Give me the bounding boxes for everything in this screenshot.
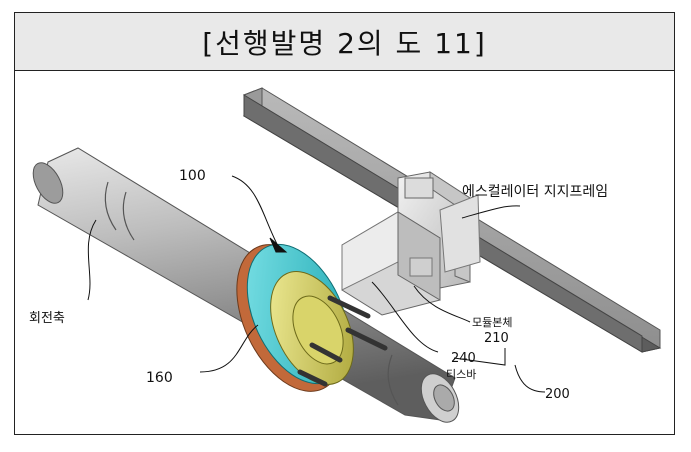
module-body bbox=[341, 171, 481, 316]
ref-210: 210 bbox=[484, 331, 509, 346]
ref-240: 240 bbox=[451, 351, 476, 366]
title-bar: [선행발명 2의 도 11] bbox=[15, 13, 674, 71]
tooth-bars bbox=[297, 295, 388, 387]
ref-160: 160 bbox=[146, 370, 173, 386]
ref-200: 200 bbox=[545, 387, 570, 402]
leader-lines bbox=[87, 175, 546, 393]
label-module-body: 모듈본체 bbox=[472, 316, 512, 329]
tooth-ring-assembly bbox=[236, 243, 388, 392]
label-rotating-shaft: 회전축 bbox=[29, 311, 65, 326]
ref-100: 100 bbox=[179, 168, 206, 184]
figure-title: [선행발명 2의 도 11] bbox=[202, 26, 487, 60]
label-escalator-frame: 에스컬레이터 지지프레임 bbox=[462, 184, 608, 200]
label-tooth-bar: 티스바 bbox=[446, 368, 476, 381]
